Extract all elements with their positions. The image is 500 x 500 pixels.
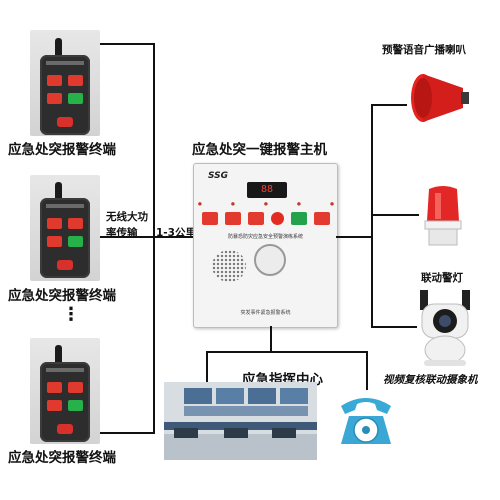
host-key-labels: ●●●●● — [198, 202, 334, 207]
alarm-host: SSG 88 ●●●●● 防暴恐防灾应急安全预警演练系统 突发事件紧急报警系统 — [193, 163, 338, 328]
host-key-cancel — [314, 212, 330, 225]
right-line-link — [336, 236, 372, 238]
light-label: 联动警灯 — [421, 272, 463, 284]
host-alarm-button — [271, 212, 284, 225]
down-line-host — [270, 326, 272, 352]
alarm-terminal-1 — [40, 55, 90, 135]
warning-light-icon — [424, 186, 462, 246]
terminal-label-2: 应急处突报警终端 — [8, 288, 116, 304]
right-line-camera — [371, 326, 417, 328]
host-key-1 — [202, 212, 218, 225]
terminal-label-3: 应急处突报警终端 — [8, 450, 116, 466]
bus-line-top — [100, 43, 154, 45]
camera-label: 视频复核联动摄象机 — [383, 374, 478, 386]
host-title: 应急处突一键报警主机 — [192, 142, 327, 158]
wireless-label-1: 无线大功 — [106, 211, 148, 223]
alarm-terminal-3 — [40, 362, 90, 442]
ellipsis: ⋮ — [62, 304, 80, 325]
link-line-host — [153, 236, 193, 238]
host-logo: SSG — [208, 171, 229, 181]
bus-line-mid — [100, 236, 154, 238]
host-display: 88 — [247, 182, 287, 198]
right-line-vertical — [371, 104, 373, 328]
host-system-name: 防暴恐防灾应急安全预警演练系统 — [227, 234, 303, 240]
down-line-left — [206, 351, 208, 382]
right-line-speaker — [371, 104, 407, 106]
camera-icon — [420, 290, 470, 366]
bus-line-vertical — [153, 43, 155, 434]
host-key-confirm — [291, 212, 307, 225]
right-line-light — [371, 214, 419, 216]
speaker-horn-icon — [411, 74, 469, 122]
down-line-right — [366, 351, 368, 390]
speaker-label: 预警语音广播喇叭 — [382, 44, 466, 56]
telephone-icon — [341, 398, 391, 444]
command-center-photo — [164, 382, 317, 460]
distance-label: 1-3公里 — [156, 227, 196, 239]
terminal-label-1: 应急处突报警终端 — [8, 142, 116, 158]
host-footer: 突发事件紧急报警系统 — [240, 310, 291, 316]
emblem-icon — [254, 244, 286, 276]
host-key-3 — [248, 212, 264, 225]
bus-line-bottom — [100, 432, 154, 434]
host-key-2 — [225, 212, 241, 225]
wireless-label-2: 率传输 — [106, 227, 138, 239]
alarm-terminal-2 — [40, 198, 90, 278]
down-line-horizontal — [206, 351, 368, 353]
host-speaker-grille — [212, 250, 246, 282]
